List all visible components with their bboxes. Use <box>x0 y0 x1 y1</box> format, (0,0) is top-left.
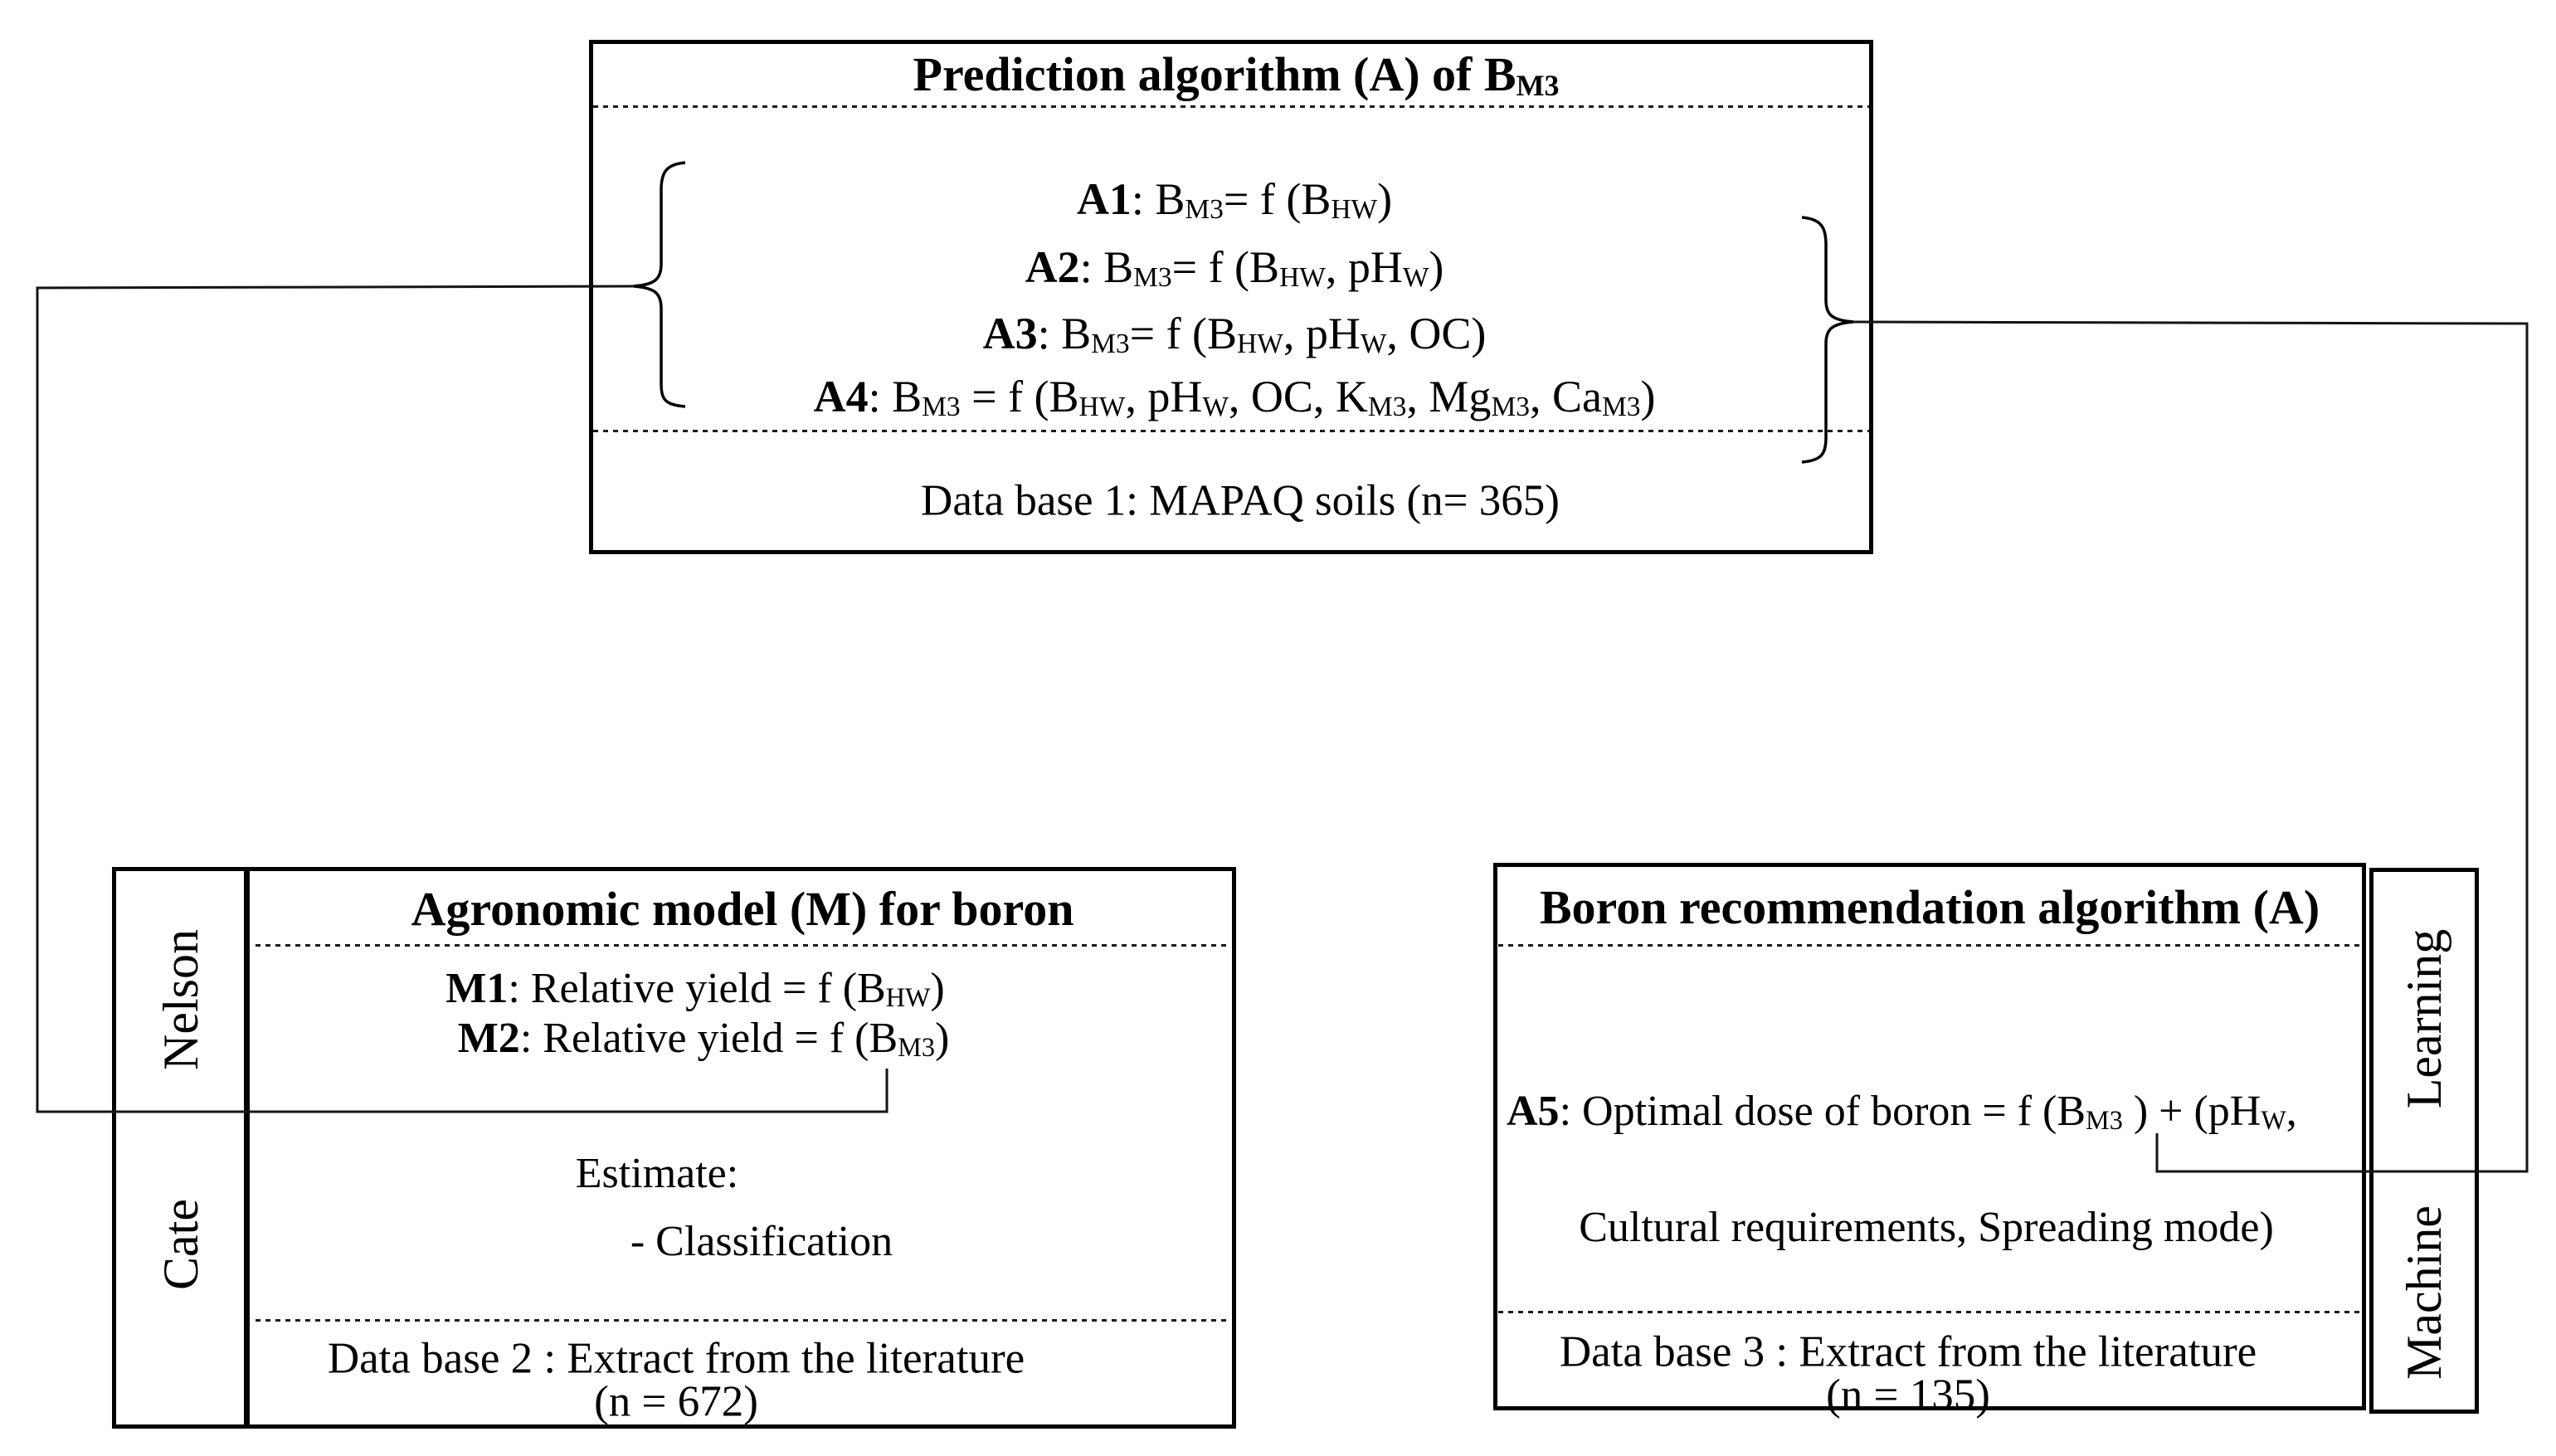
formula-a4: A4: BM3 = f (BHW, pHW, OC, KM3, MgM3, Ca… <box>813 372 1656 423</box>
prediction-divider-top <box>593 105 1869 108</box>
text-segment: HW <box>1237 329 1283 360</box>
text-segment: : B <box>868 372 923 421</box>
agronomic-database-line2: (n = 672) <box>594 1377 758 1426</box>
text-segment: M3 <box>1133 262 1172 294</box>
recommendation-title: Boron recommendation algorithm (A) <box>1540 884 2320 932</box>
text-segment: ) <box>1429 242 1444 292</box>
text-segment: A1 <box>1076 174 1132 224</box>
prediction-database-label: Data base 1: MAPAQ soils (n= 365) <box>921 476 1560 525</box>
prediction-title: Prediction algorithm (A) of BM3 <box>913 51 1560 102</box>
text-segment: M3 <box>898 1032 935 1063</box>
formula-m1: M1: Relative yield = f (BHW) <box>445 965 945 1013</box>
text-segment: HW <box>885 982 931 1013</box>
text-segment: M3 <box>2086 1105 2123 1136</box>
text-segment: : B <box>1037 309 1092 358</box>
text-segment: : B <box>1079 242 1134 292</box>
text-segment: A5 <box>1507 1088 1560 1135</box>
agronomic-divider-bottom <box>256 1319 1231 1322</box>
text-segment: : Relative yield = f (B <box>508 965 886 1012</box>
prediction-divider-bottom <box>593 430 1869 432</box>
text-segment: M3 <box>1601 392 1641 423</box>
recommendation-divider-top <box>1498 944 2361 947</box>
text-segment: ) <box>1640 372 1656 421</box>
text-segment: Boron recommendation algorithm (A) <box>1539 880 2320 934</box>
ml-sidebar-label-learning: Learning <box>2397 928 2451 1109</box>
text-segment: , Ca <box>1529 372 1602 421</box>
text-segment: M3 <box>1516 68 1560 102</box>
text-segment: ) <box>930 965 945 1012</box>
text-segment: = f (B <box>1223 174 1332 224</box>
agronomic-sidebar-divider <box>244 867 250 1429</box>
agronomic-database-line1: Data base 2 : Extract from the literatur… <box>327 1334 1025 1383</box>
text-segment: HW <box>1331 194 1378 226</box>
text-segment: M3 <box>1091 329 1130 360</box>
ml-sidebar-label-machine: Machine <box>2397 1205 2451 1380</box>
text-segment: ) <box>1377 174 1393 224</box>
agronomic-title: Agronomic model (M) for boron <box>411 885 1074 933</box>
text-segment: A3 <box>982 309 1038 358</box>
text-segment: ) + (pH <box>2122 1088 2261 1135</box>
text-segment: , OC) <box>1386 309 1487 358</box>
formula-a2: A2: BM3= f (BHW, pHW) <box>1025 242 1444 294</box>
recommendation-database-line2: (n = 135) <box>1826 1371 1990 1419</box>
text-segment: M3 <box>1491 392 1530 423</box>
text-segment: , Mg <box>1406 372 1492 421</box>
text-segment: M2 <box>457 1015 520 1062</box>
text-segment: Agronomic model (M) for boron <box>411 882 1074 936</box>
agronomic-sidebar-label-cate: Cate <box>153 1199 208 1290</box>
text-segment: A4 <box>813 372 869 421</box>
text-segment: W <box>2261 1105 2286 1136</box>
recommendation-divider-bottom <box>1498 1311 2361 1313</box>
text-segment: : Optimal dose of boron = f (B <box>1559 1088 2086 1135</box>
text-segment: M3 <box>1367 392 1407 423</box>
formula-a5: A5: Optimal dose of boron = f (BM3 ) + (… <box>1507 1088 2297 1136</box>
recommendation-database-line1: Data base 3 : Extract from the literatur… <box>1559 1327 2257 1376</box>
formula-m2: M2: Relative yield = f (BM3) <box>457 1015 950 1063</box>
text-segment: Prediction algorithm (A) of B <box>913 47 1517 101</box>
text-segment: , pH <box>1325 242 1403 292</box>
text-segment: , pH <box>1283 309 1361 358</box>
text-segment: W <box>1402 262 1429 294</box>
formula-a1: A1: BM3= f (BHW) <box>1076 174 1393 226</box>
text-segment: M3 <box>1185 194 1224 226</box>
text-segment: , OC, K <box>1228 372 1368 421</box>
text-segment: W <box>1202 392 1229 423</box>
text-segment: = f (B <box>1129 309 1238 358</box>
text-segment: ) <box>934 1015 950 1062</box>
text-segment: , <box>2286 1088 2297 1135</box>
text-segment: HW <box>1279 262 1326 294</box>
text-segment: , pH <box>1125 372 1203 421</box>
text-segment: M1 <box>445 965 509 1012</box>
estimate-item-classification: - Classification <box>630 1218 893 1265</box>
formula-a5-line2: Cultural requirements, Spreading mode) <box>1579 1204 2274 1251</box>
text-segment: W <box>1360 329 1387 360</box>
text-segment: M3 <box>922 392 961 423</box>
formula-a3: A3: BM3= f (BHW, pHW, OC) <box>982 309 1487 360</box>
text-segment: = f (B <box>960 372 1079 421</box>
text-segment: : B <box>1131 174 1185 224</box>
estimate-label: Estimate: <box>575 1150 739 1197</box>
text-segment: : Relative yield = f (B <box>519 1015 898 1062</box>
agronomic-divider-top <box>256 944 1231 947</box>
text-segment: = f (B <box>1171 242 1280 292</box>
text-segment: HW <box>1078 392 1126 423</box>
text-segment: A2 <box>1025 242 1080 292</box>
agronomic-sidebar-label-nelson: Nelson <box>153 929 208 1070</box>
